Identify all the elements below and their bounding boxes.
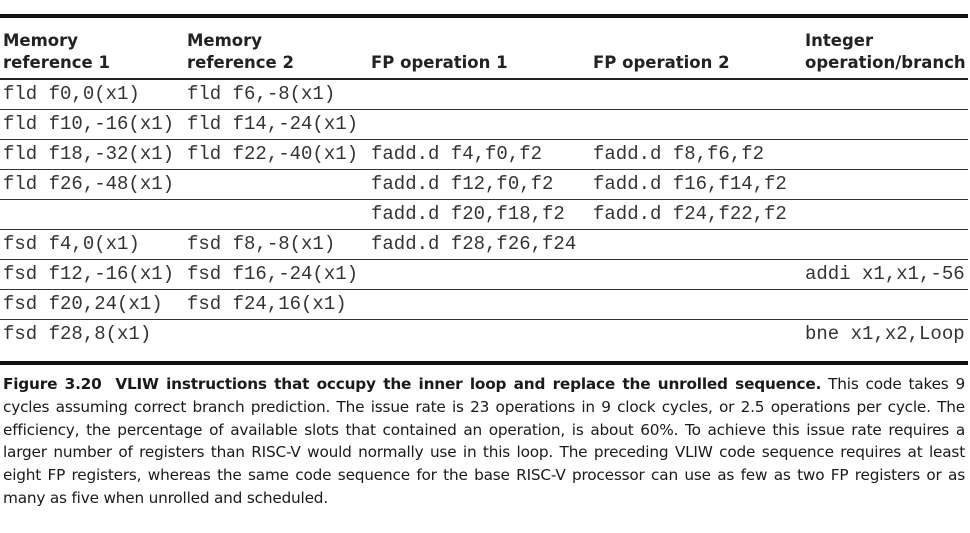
table-cell: fadd.d f16,f14,f2	[590, 169, 802, 200]
table-top-rule	[0, 14, 968, 18]
table-cell: bne x1,x2,Loop	[805, 323, 965, 345]
table-cell	[590, 289, 802, 320]
table-row: fld f18,-32(x1)fld f22,-40(x1)fadd.d f4,…	[0, 139, 968, 170]
table-cell	[184, 199, 368, 230]
table-cell: addi x1,x1,-56	[802, 259, 968, 290]
column-header-line: FP operation 2	[593, 53, 730, 72]
table-header-row: Memory reference 1 Memory reference 2 FP op…	[0, 22, 968, 80]
table-cell	[590, 79, 802, 110]
table-cell: fadd.d f12,f0,f2	[368, 169, 590, 200]
column-header: Memory reference 1	[0, 22, 184, 80]
column-header-line: Integer	[805, 31, 874, 50]
column-header-line: operation/branch	[805, 53, 966, 72]
table-cell: fadd.d f24,f22,f2	[590, 199, 802, 230]
table-cell: fsd f20,24(x1)	[0, 289, 184, 320]
column-header: Memory reference 2	[184, 22, 368, 80]
table-cell: fadd.d f8,f6,f2	[590, 139, 802, 170]
table-cell	[590, 229, 802, 260]
table-cell: fsd f24,16(x1)	[184, 289, 368, 320]
table-cell: fld f26,-48(x1)	[0, 169, 184, 200]
table-cell	[184, 169, 368, 200]
table-cell	[0, 199, 184, 230]
table-cell	[802, 169, 968, 200]
table-cell: fsd f28,8(x1)	[3, 323, 152, 345]
table-cell	[590, 259, 802, 290]
table-cell: fsd f4,0(x1)	[0, 229, 184, 260]
table-cell	[802, 199, 968, 230]
table-row: fld f0,0(x1)fld f6,-8(x1)	[0, 79, 968, 110]
table-row: fsd f28,8(x1) bne x1,x2,Loop	[0, 320, 968, 350]
column-header-line	[371, 30, 590, 52]
table-cell	[802, 109, 968, 140]
column-header: FP operation 1	[368, 22, 590, 80]
table-bottom-rule	[0, 361, 968, 365]
column-header-line: Memory	[187, 31, 263, 50]
table-cell: fld f0,0(x1)	[0, 79, 184, 110]
table-cell: fadd.d f28,f26,f24	[368, 229, 590, 260]
table-cell	[184, 320, 368, 350]
table-cell	[802, 139, 968, 170]
table-cell: fsd f12,-16(x1)	[0, 259, 184, 290]
column-header-line: Memory	[3, 31, 79, 50]
column-header: FP operation 2	[590, 22, 802, 80]
column-header-line	[593, 30, 802, 52]
table-cell	[368, 289, 590, 320]
table-cell	[802, 229, 968, 260]
table-cell: fld f6,-8(x1)	[184, 79, 368, 110]
table-cell	[368, 109, 590, 140]
table-cell: fsd f16,-24(x1)	[184, 259, 368, 290]
table-row: fsd f20,24(x1)fsd f24,16(x1)	[0, 289, 968, 320]
table-cell: fadd.d f20,f18,f2	[368, 199, 590, 230]
table-body: fld f0,0(x1)fld f6,-8(x1)fld f10,-16(x1)…	[0, 79, 968, 349]
figure-caption: Figure 3.20 VLIW instructions that occup…	[3, 373, 965, 510]
table-cell: fadd.d f4,f0,f2	[368, 139, 590, 170]
table-cell	[590, 320, 802, 350]
table-row: fld f10,-16(x1)fld f14,-24(x1)	[0, 109, 968, 140]
table-row: fsd f12,-16(x1)fsd f16,-24(x1) addi x1,x1…	[0, 259, 968, 290]
table-cell: fld f22,-40(x1)	[184, 139, 368, 170]
table-cell	[802, 289, 968, 320]
table-cell	[590, 109, 802, 140]
table-cell: fld f18,-32(x1)	[0, 139, 184, 170]
caption-label: Figure 3.20	[3, 375, 102, 393]
caption-body: This code takes 9 cycles assuming correc…	[3, 375, 965, 507]
column-header-line: FP operation 1	[371, 53, 508, 72]
column-header-line: reference 1	[3, 53, 110, 72]
table-cell: fsd f8,-8(x1)	[184, 229, 368, 260]
caption-title: VLIW instructions that occupy the inner …	[115, 375, 822, 393]
table-row: fsd f4,0(x1)fsd f8,-8(x1)fadd.d f28,f26,…	[0, 229, 968, 260]
column-header: Integer operation/branch	[802, 22, 968, 80]
column-header-line: reference 2	[187, 53, 294, 72]
vliw-table: Memory reference 1 Memory reference 2 FP op…	[0, 22, 968, 349]
table-cell	[368, 259, 590, 290]
table-cell: fld f10,-16(x1)	[0, 109, 184, 140]
table-cell	[802, 79, 968, 110]
table-cell	[368, 320, 590, 350]
table-cell	[368, 79, 590, 110]
table-cell: fld f14,-24(x1)	[184, 109, 368, 140]
